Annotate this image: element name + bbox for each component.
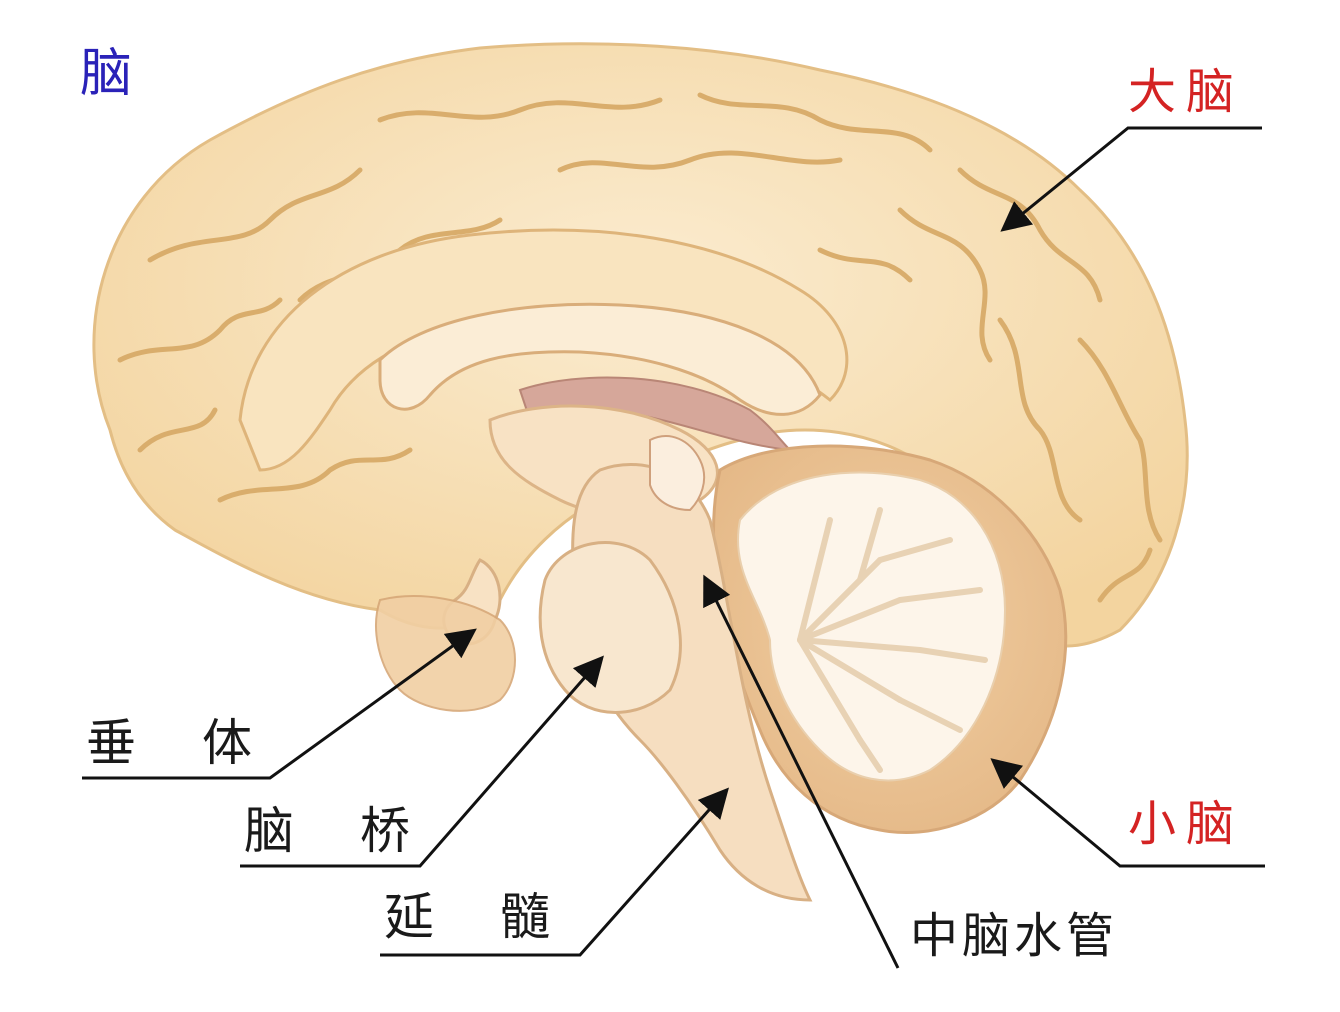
arbor-branches [797, 507, 988, 773]
corpus-callosum [378, 302, 822, 416]
cerebellum-leader [990, 758, 1265, 868]
label-cerebral-aqueduct: 中脑水管 [910, 908, 1119, 964]
aqueduct-leader [703, 574, 900, 969]
label-cerebellum: 小脑 [1128, 796, 1245, 852]
pons-leader [240, 655, 604, 868]
cerebrum-leader [1000, 126, 1262, 232]
label-cerebrum: 大脑 [1128, 64, 1245, 120]
diagram-title: 脑 [80, 44, 135, 104]
midbrain-tectum [649, 435, 706, 512]
medulla-leader [380, 787, 729, 957]
label-pons: 脑桥 [244, 802, 476, 860]
pituitary-leader [82, 628, 477, 780]
label-medulla: 延髓 [384, 888, 616, 946]
leader-lines [82, 126, 1265, 969]
label-pituitary: 垂体 [86, 714, 318, 772]
cingulate-gyrus [238, 228, 849, 472]
arbor-vitae [737, 471, 1007, 782]
